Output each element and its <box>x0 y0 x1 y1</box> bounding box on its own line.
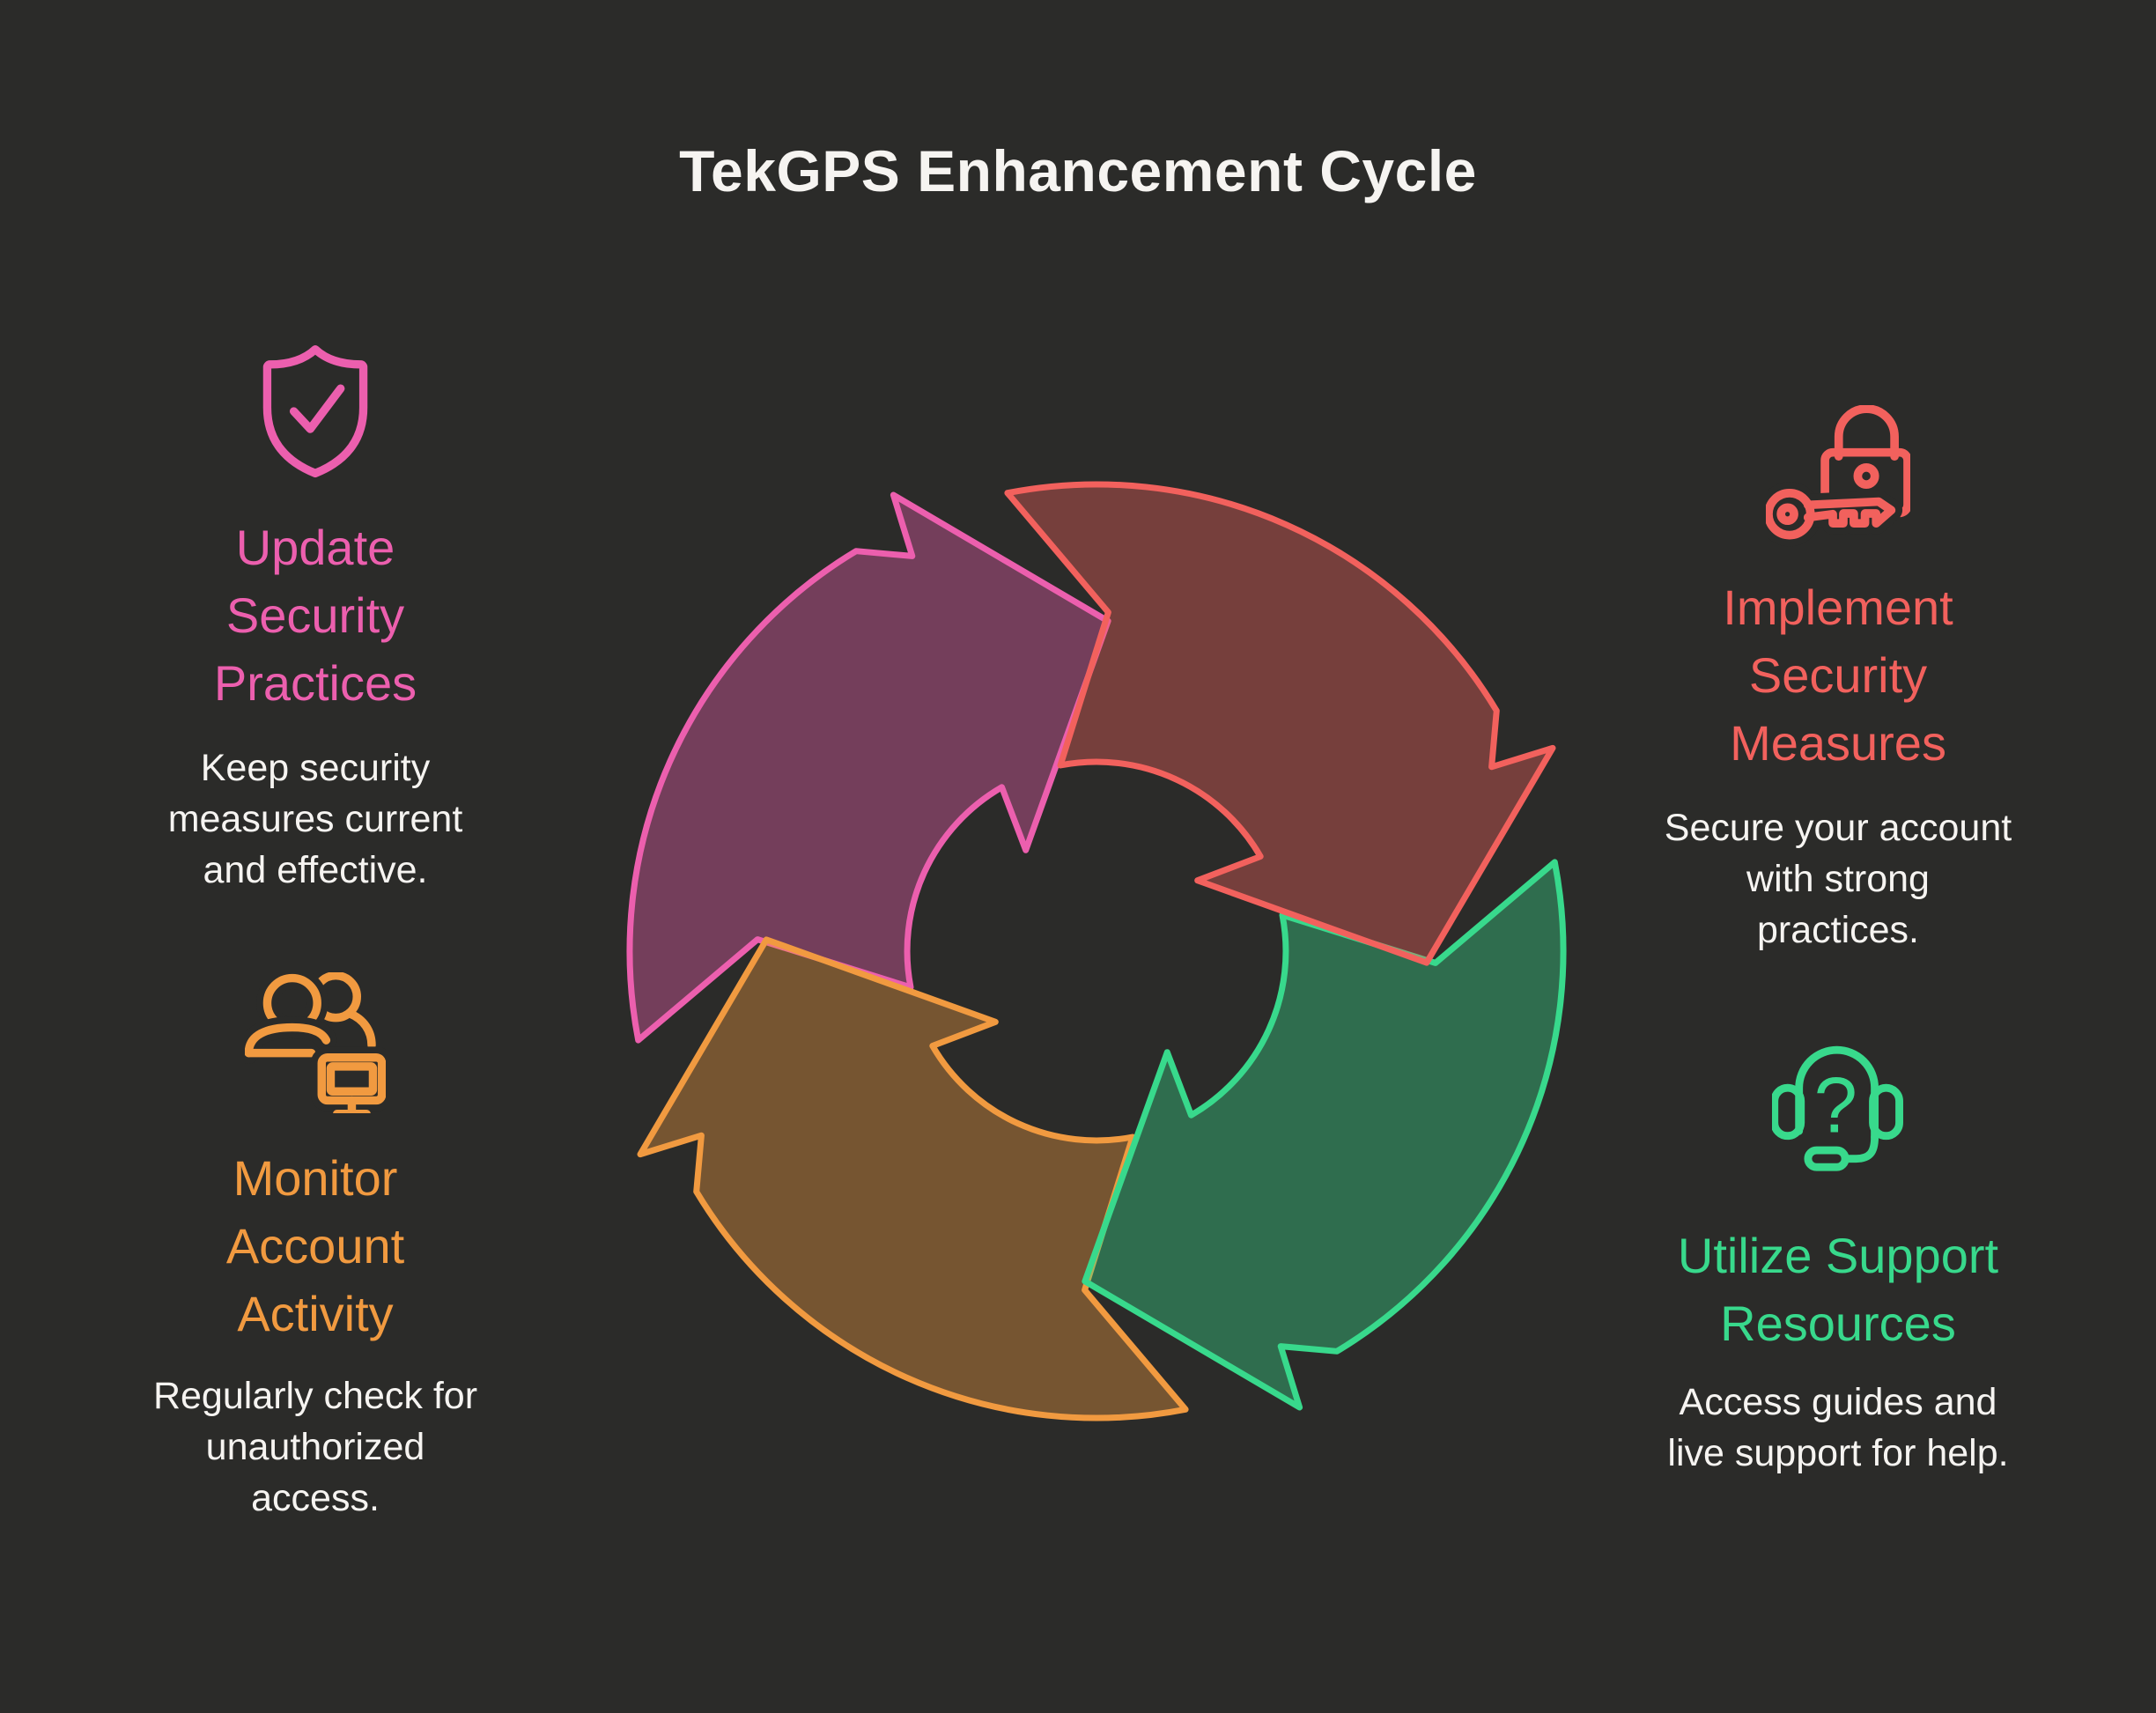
cycle-arrow-implement-icon <box>1004 481 1556 966</box>
step-icon-wrap <box>95 972 535 1118</box>
step-icon-wrap: ? <box>1618 1041 2058 1186</box>
step-icon-wrap <box>95 342 535 487</box>
cycle-arrow-monitor-icon <box>637 936 1189 1421</box>
users-monitor-icon <box>245 972 386 1113</box>
lock-key-icon <box>1766 405 1910 547</box>
cycle-diagram <box>626 481 1567 1421</box>
headset-icon: ? <box>1772 1045 1903 1171</box>
shield-check-icon <box>262 344 368 478</box>
page-title: TekGPS Enhancement Cycle <box>679 138 1477 203</box>
cycle-arrow-support-icon <box>1082 859 1567 1411</box>
step-icon-wrap <box>1618 405 2058 550</box>
cycle-arrow-update-icon <box>626 491 1111 1044</box>
question-mark-glyph: ? <box>1814 1062 1857 1149</box>
